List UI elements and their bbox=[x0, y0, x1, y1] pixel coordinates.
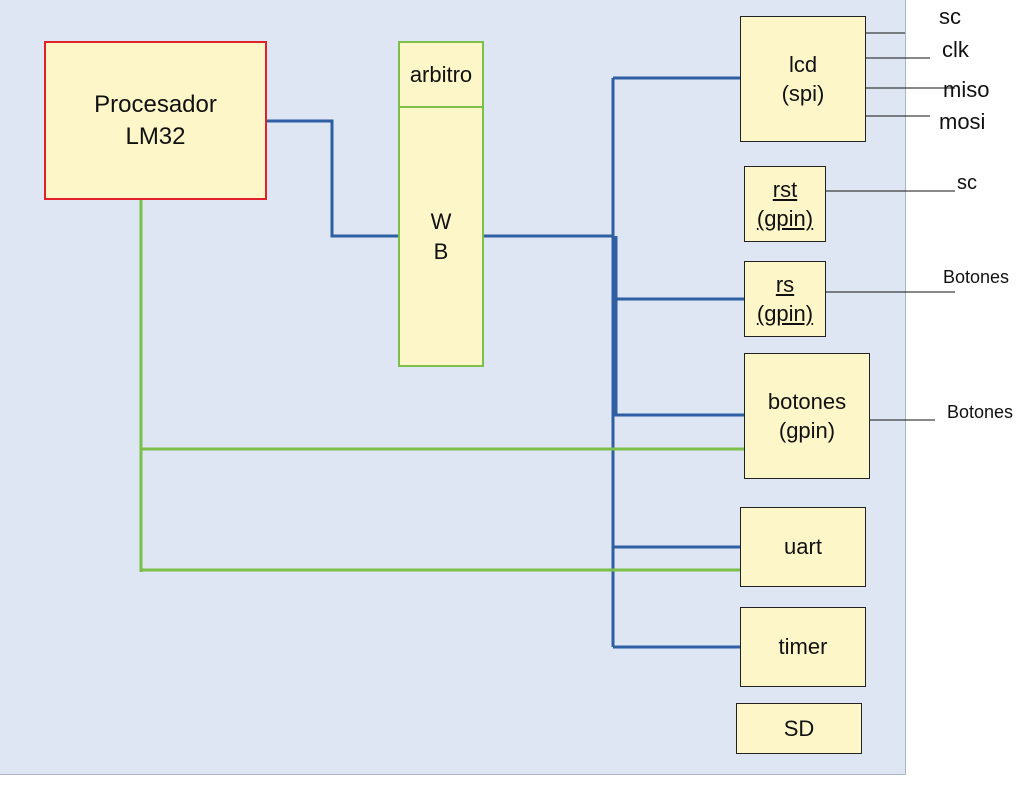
wishbone-bus-block: W B bbox=[398, 106, 484, 367]
processor-model: LM32 bbox=[125, 122, 186, 150]
rst-block: rst (gpin) bbox=[744, 166, 826, 242]
botones-signal-botones: Botones bbox=[947, 402, 1014, 422]
lcd-signal-sc: sc bbox=[939, 4, 961, 29]
processor-name: Procesador bbox=[94, 90, 217, 118]
rst-signal-sc: sc bbox=[957, 172, 977, 194]
botones-interface: (gpin) bbox=[778, 418, 836, 443]
arbiter-block: arbitro bbox=[398, 41, 484, 108]
irq-wires bbox=[139, 199, 744, 572]
botones-label: botones bbox=[767, 388, 847, 414]
signal-lines bbox=[825, 32, 955, 421]
lcd-signal-mosi: mosi bbox=[939, 109, 986, 134]
lcd-signal-miso: miso bbox=[943, 77, 990, 102]
lcd-signal-clk: clk bbox=[942, 37, 969, 62]
processor-block: Procesador LM32 bbox=[44, 41, 267, 200]
lcd-interface: (spi) bbox=[781, 81, 825, 106]
data-wires bbox=[266, 76, 744, 649]
rs-label: rs bbox=[775, 271, 795, 297]
timer-label: timer bbox=[778, 634, 828, 660]
timer-block: timer bbox=[740, 607, 866, 687]
uart-label: uart bbox=[784, 534, 822, 560]
uart-block: uart bbox=[740, 507, 866, 587]
sd-block: SD bbox=[736, 703, 862, 754]
botones-block: botones (gpin) bbox=[744, 353, 870, 479]
rs-signal-botones: Botones bbox=[943, 267, 1010, 287]
arbiter-label: arbitro bbox=[409, 61, 473, 87]
wire-cpu-to-bus bbox=[266, 119, 399, 238]
bus-label-line1: W bbox=[430, 209, 452, 235]
sd-label: SD bbox=[783, 715, 815, 741]
rs-block: rs (gpin) bbox=[744, 261, 826, 337]
bus-label-line2: B bbox=[433, 238, 449, 264]
rs-interface: (gpin) bbox=[756, 301, 814, 326]
lcd-block: lcd (spi) bbox=[740, 16, 866, 142]
rst-interface: (gpin) bbox=[756, 206, 814, 231]
lcd-label: lcd bbox=[788, 51, 818, 77]
rst-label: rst bbox=[772, 176, 798, 202]
